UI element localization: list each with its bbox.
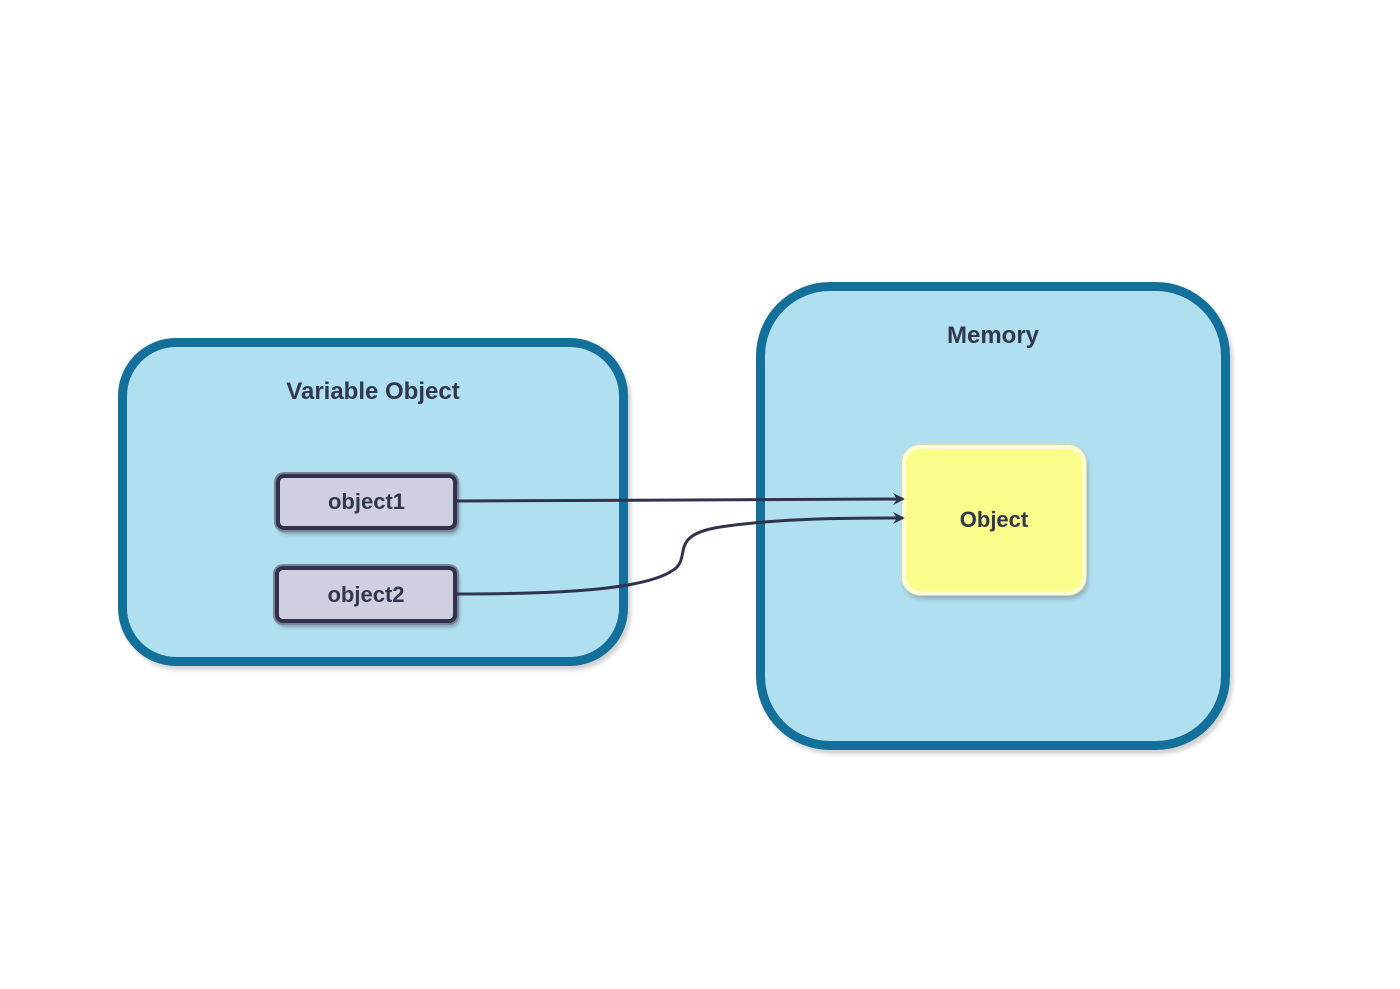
- variable-object2-box: object2: [275, 566, 457, 623]
- variable-object-title: Variable Object: [286, 378, 460, 405]
- memory-title: Memory: [946, 322, 1040, 349]
- variable-object1-box: object1: [276, 474, 457, 530]
- memory-object-box: Object: [902, 445, 1086, 595]
